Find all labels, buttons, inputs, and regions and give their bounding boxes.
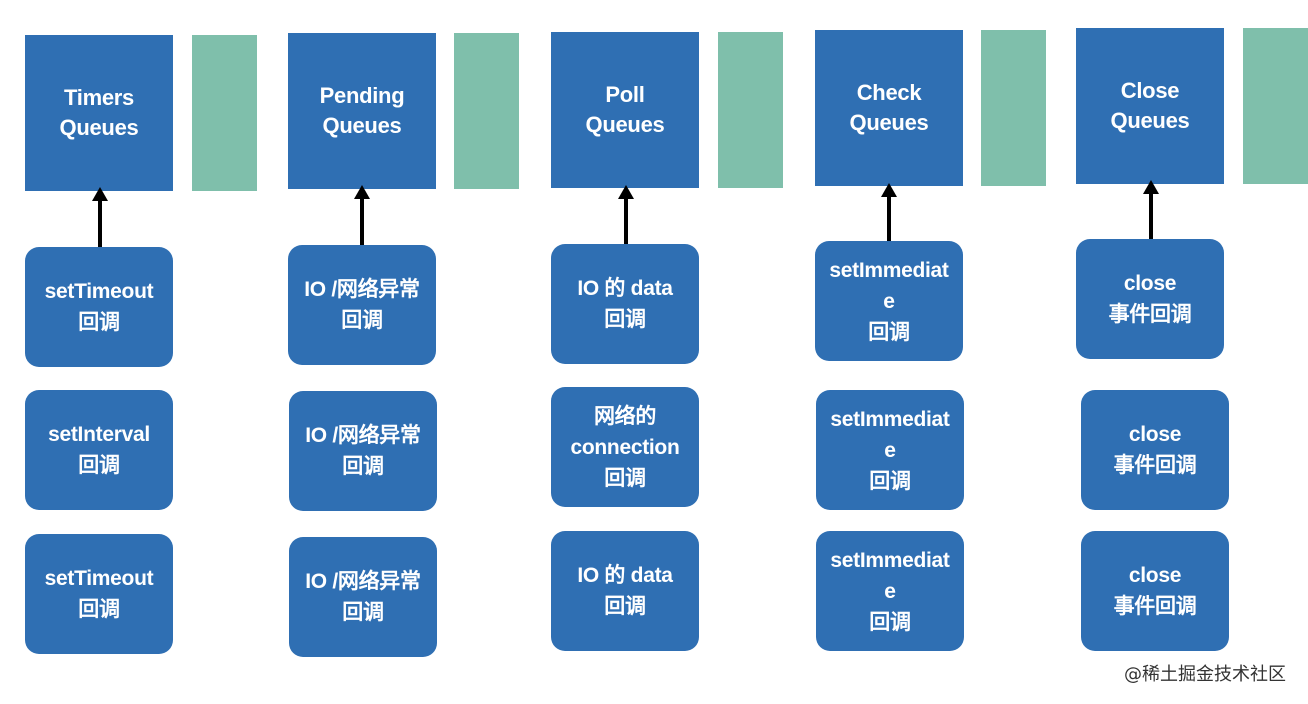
callback-line: setImmediat	[829, 258, 949, 282]
callback-line: e	[884, 579, 896, 603]
callback-line: setImmediat	[830, 407, 950, 431]
callback-line: 事件回调	[1113, 454, 1197, 477]
callback-box: close 事件回调	[1081, 390, 1229, 510]
callback-line: setTimeout	[44, 567, 154, 590]
queue-close: Close Queues	[1076, 28, 1224, 184]
callback-box: setImmediat e 回调	[815, 241, 963, 361]
callback-line: 回调	[869, 469, 911, 493]
column-check: Check Queues setImmediat e 回调 setImmedia…	[0, 0, 1046, 704]
callback-line: close	[1128, 564, 1182, 587]
callback-line: setImmediat	[830, 548, 950, 572]
arrow-up-icon	[1141, 180, 1161, 240]
callback-line: 回调	[604, 308, 646, 331]
callback-box: close 事件回调	[1081, 531, 1229, 651]
queue-pending: Pending Queues	[288, 33, 436, 189]
queue-check: Check Queues	[815, 30, 963, 186]
arrow-up-icon	[616, 185, 636, 245]
callback-box: setInterval 回调	[25, 390, 173, 510]
callback-box: IO /网络异常 回调	[289, 537, 437, 657]
arrow-up-icon	[352, 185, 372, 245]
queue-side-bar	[1243, 28, 1308, 184]
callback-line: IO 的 data	[577, 564, 673, 587]
queue-side-bar	[192, 35, 257, 191]
column-timers: Timers Queues setTimeout 回调 setInterval …	[0, 0, 257, 704]
callback-line: 回调	[869, 610, 911, 634]
callback-line: 回调	[868, 320, 910, 344]
queue-label-line2: Queues	[849, 110, 929, 135]
callback-box: IO /网络异常 回调	[289, 391, 437, 511]
callback-line: IO /网络异常	[305, 424, 421, 447]
queue-poll: Poll Queues	[551, 32, 699, 188]
queue-label-line2: Queues	[1110, 108, 1190, 133]
callback-line: e	[884, 438, 896, 462]
callback-line: setTimeout	[44, 280, 154, 303]
callback-line: e	[883, 289, 895, 313]
queue-label-line2: Queues	[59, 115, 139, 140]
callback-line: 回调	[342, 455, 384, 478]
callback-line: IO 的 data	[577, 277, 673, 300]
callback-box: IO 的 data 回调	[551, 531, 699, 651]
queue-side-bar	[718, 32, 783, 188]
column-poll: Poll Queues IO 的 data 回调 网络的 connection …	[0, 0, 783, 704]
callback-line: setInterval	[48, 423, 150, 446]
queue-label-line1: Poll	[605, 82, 645, 107]
callback-box: IO 的 data 回调	[551, 244, 699, 364]
callback-line: 回调	[342, 601, 384, 624]
callback-box: 网络的 connection 回调	[551, 387, 699, 507]
callback-line: close	[1128, 423, 1182, 446]
queue-label-line1: Check	[856, 80, 922, 105]
callback-line: 回调	[341, 309, 383, 332]
callback-line: IO /网络异常	[305, 570, 421, 593]
watermark: @稀土掘金技术社区	[1124, 664, 1286, 685]
callback-box: setTimeout 回调	[25, 534, 173, 654]
queue-side-bar	[454, 33, 519, 189]
callback-line: IO /网络异常	[304, 278, 420, 301]
callback-box: IO /网络异常 回调	[288, 245, 436, 365]
queue-label-line1: Pending	[319, 83, 405, 108]
arrow-up-icon	[90, 187, 110, 247]
queue-label-line2: Queues	[322, 113, 402, 138]
callback-line: connection	[570, 435, 680, 459]
callback-box: close 事件回调	[1076, 239, 1224, 359]
callback-box: setTimeout 回调	[25, 247, 173, 367]
callback-line: 回调	[78, 311, 120, 334]
callback-line: 回调	[78, 454, 120, 477]
queue-label-line1: Timers	[64, 85, 134, 110]
callback-line: 事件回调	[1108, 303, 1192, 326]
callback-line: 事件回调	[1113, 595, 1197, 618]
queue-label-line2: Queues	[585, 112, 665, 137]
arrow-up-icon	[879, 183, 899, 243]
callback-line: 回调	[78, 598, 120, 621]
callback-line: 网络的	[593, 404, 657, 428]
callback-line: close	[1123, 272, 1177, 295]
column-pending: Pending Queues IO /网络异常 回调 IO /网络异常 回调 I…	[0, 0, 519, 704]
callback-box: setImmediat e 回调	[816, 531, 964, 651]
queue-timers: Timers Queues	[25, 35, 173, 191]
queue-label-line1: Close	[1120, 78, 1180, 103]
callback-box: setImmediat e 回调	[816, 390, 964, 510]
callback-line: 回调	[604, 595, 646, 618]
callback-line: 回调	[604, 466, 646, 490]
queue-side-bar	[981, 30, 1046, 186]
